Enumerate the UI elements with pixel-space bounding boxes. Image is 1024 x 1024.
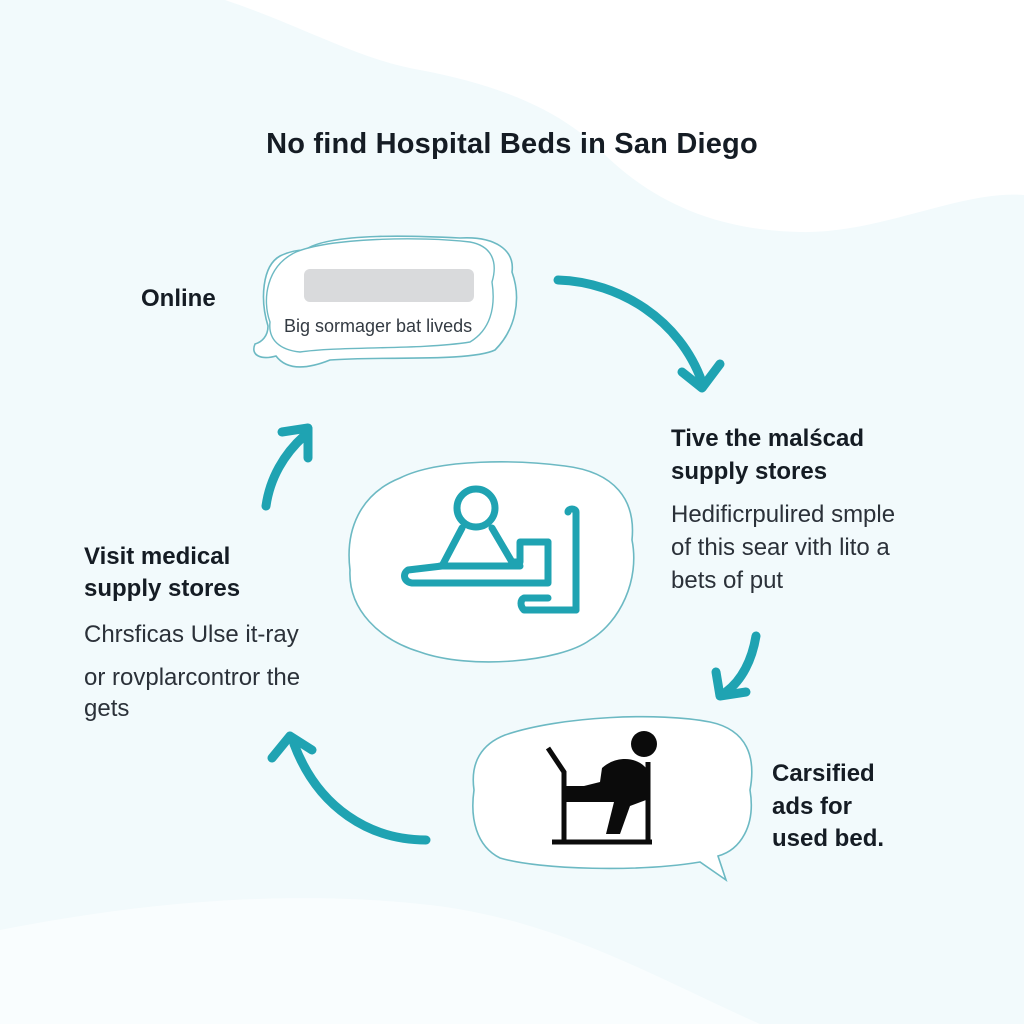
flow-arrows <box>261 275 761 845</box>
search-cloud <box>253 235 518 368</box>
visit-body-line3: gets <box>84 695 130 722</box>
arrow-bottom-left <box>289 739 431 845</box>
arrow-top-right <box>553 275 707 387</box>
diagram-title: No find Hospital Beds in San Diego <box>266 128 758 160</box>
classified-line1: Carsified <box>772 760 875 787</box>
person-at-desk-icon <box>545 731 657 845</box>
arrow-right-down <box>721 631 761 697</box>
hospital-bed-patient-icon <box>401 485 580 614</box>
stores-body-line3: bets of put <box>671 567 784 594</box>
classified-line3: used bed. <box>772 825 885 852</box>
stores-body-line2: of this sear vith lito a <box>671 534 890 561</box>
stores-heading-line2: supply stores <box>671 458 828 485</box>
visit-heading-line2: supply stores <box>84 575 241 602</box>
online-label: Online <box>141 285 216 312</box>
arrow-left-up <box>261 431 309 511</box>
background-wave-lower <box>0 898 760 1024</box>
visit-heading-line1: Visit medical <box>84 543 231 570</box>
stores-body-line1: Hedificrpulired smple <box>671 501 896 528</box>
classified-line2: ads for <box>772 793 853 820</box>
visit-body-line1: Chrsficas Ulse it-ray <box>84 621 299 648</box>
stores-heading-line1: Tive the malścad <box>671 425 864 452</box>
search-bar-icon <box>304 269 474 302</box>
search-bar-text: Big sormager bat liveds <box>284 316 473 336</box>
visit-body-line2: or rovplarcontror the <box>84 664 301 691</box>
